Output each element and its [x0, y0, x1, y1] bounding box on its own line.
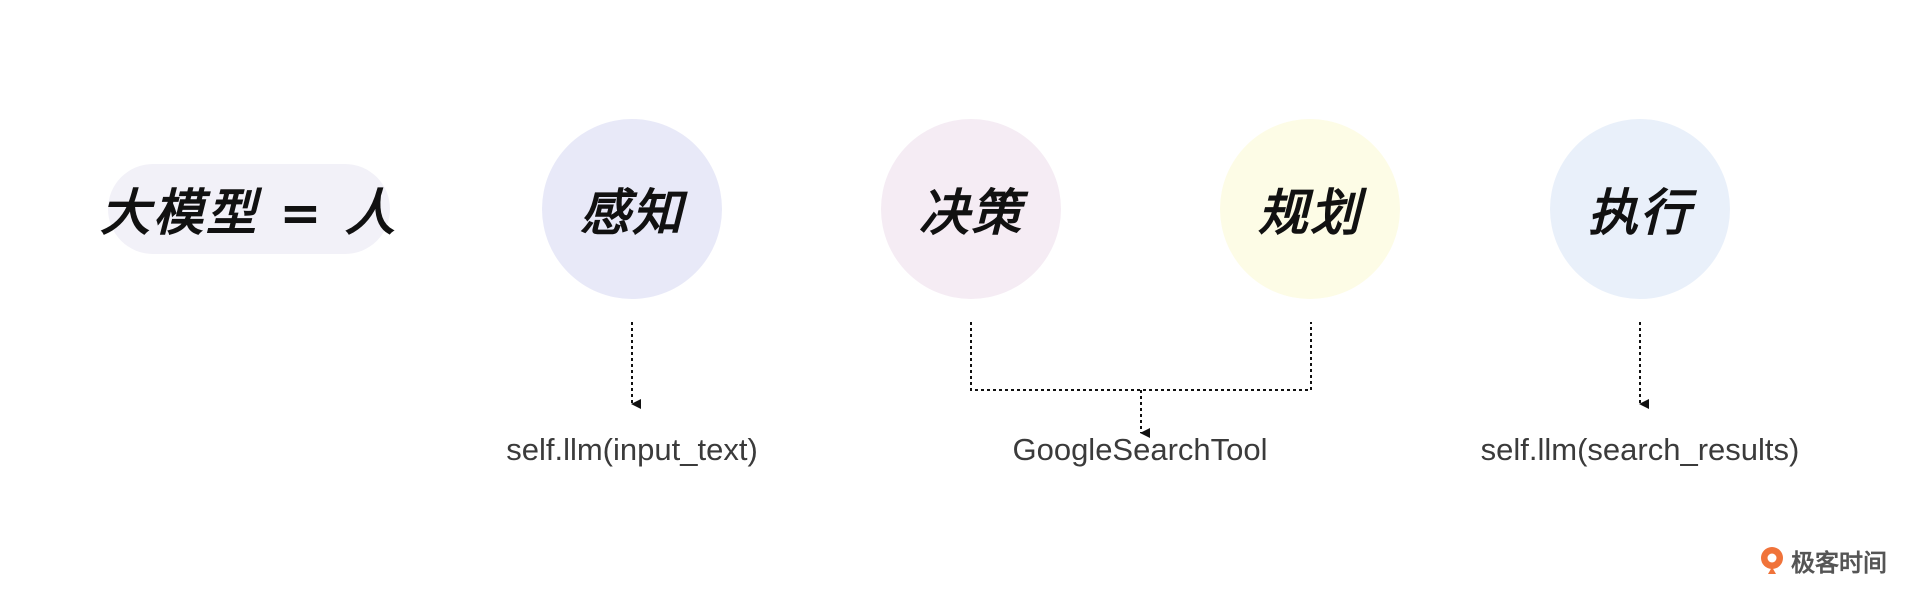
model-equals-human-pill: 大模型 = 人	[100, 164, 395, 254]
execution-output-label: self.llm(search_results)	[1480, 432, 1800, 467]
stage-perception-node: 感知	[542, 119, 722, 299]
stage-execution-label: 执行	[1588, 184, 1692, 242]
brand-logo-icon	[1761, 547, 1783, 574]
stage-decision-node: 决策	[881, 119, 1061, 299]
brand-name: 极客时间	[1791, 548, 1887, 577]
brand-watermark: 极客时间	[1757, 543, 1887, 577]
stage-planning-node: 规划	[1220, 119, 1400, 299]
model-equals-human-label: 大模型 = 人	[100, 184, 398, 242]
decision-planning-bracket	[970, 322, 1312, 391]
stage-planning-label: 规划	[1258, 184, 1362, 242]
perception-output-label: self.llm(input_text)	[506, 432, 758, 467]
planning-output-label: GoogleSearchTool	[1012, 432, 1268, 467]
stage-decision-label: 决策	[919, 184, 1023, 242]
stage-perception-label: 感知	[580, 184, 684, 242]
stage-execution-node: 执行	[1550, 119, 1730, 299]
